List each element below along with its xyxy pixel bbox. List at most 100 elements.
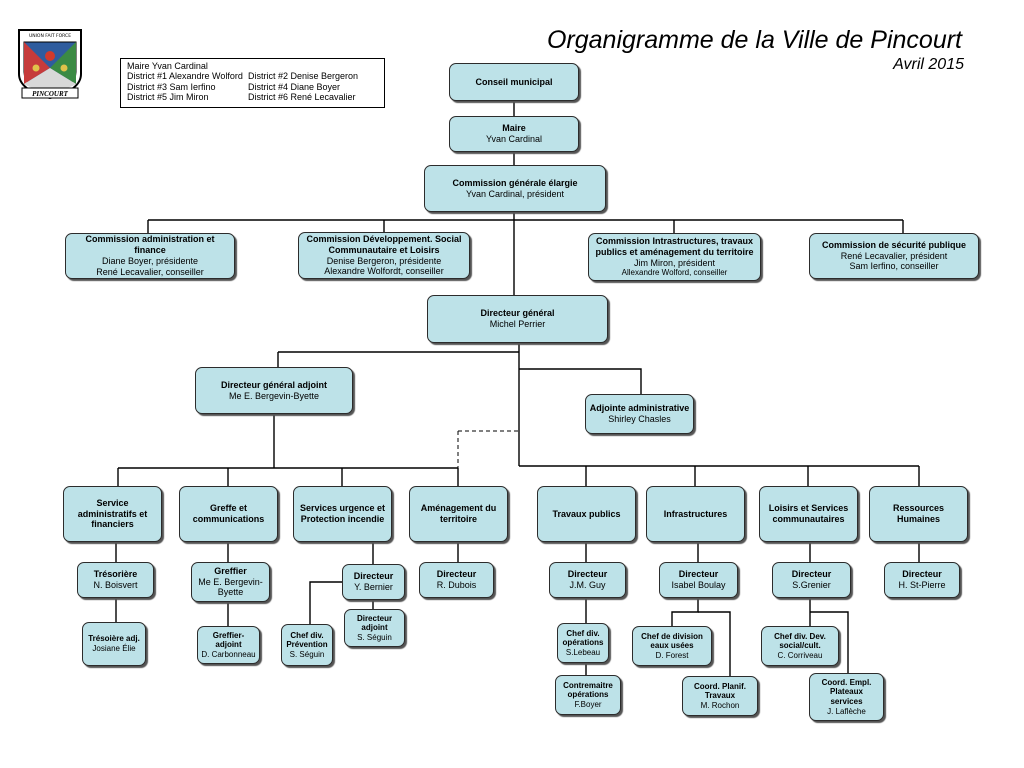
- node-title: Infrastructures: [663, 508, 728, 519]
- node-line: Michel Perrier: [489, 319, 546, 329]
- node-title: Directeur adjoint: [356, 613, 393, 633]
- node-line: R. Dubois: [436, 580, 477, 590]
- node-serv-admin: Service administratifs et financiers: [63, 486, 162, 542]
- node-title: Directeur général adjoint: [220, 379, 328, 390]
- node-line: Denise Bergeron, présidente: [326, 255, 442, 266]
- node-title: Commission Développement. Social Communa…: [306, 233, 462, 255]
- node-title: Trésorière: [93, 569, 138, 580]
- node-title: Coord. Planif. Travaux: [694, 681, 746, 701]
- legend-mayor: Maire Yvan Cardinal: [127, 61, 208, 71]
- node-title: Chef div. opérations: [562, 628, 604, 648]
- node-chef-social: Chef div. Dev. social/cult.C. Corriveau: [761, 626, 839, 666]
- legend-district: District #4 Diane Boyer: [248, 81, 341, 92]
- legend-district: District #6 René Lecavalier: [248, 92, 356, 103]
- node-line: Sam Ierfino, conseiller: [849, 261, 939, 272]
- node-title: Directeur: [353, 571, 394, 582]
- chart-date: Avril 2015: [893, 56, 964, 73]
- node-title: Coord. Empl. Plateaux services: [821, 677, 872, 706]
- node-title: Trésoière adj.: [88, 634, 140, 644]
- node-comm-dev: Commission Développement. Social Communa…: [298, 232, 470, 279]
- node-title: Directeur: [902, 569, 942, 580]
- node-title: Adjointe administrative: [589, 403, 690, 414]
- node-infra: Infrastructures: [646, 486, 745, 542]
- legend-row: District #3 Sam Ierfino District #4 Diane…: [127, 82, 378, 92]
- connector: [519, 368, 642, 394]
- node-title: Conseil municipal: [475, 76, 553, 87]
- node-line: Byette: [217, 587, 244, 598]
- node-line: D. Carbonneau: [201, 649, 256, 659]
- node-title: Commission de sécurité publique: [821, 239, 967, 250]
- node-title: Commission administration et finance: [85, 234, 215, 256]
- node-title: Greffier-adjoint: [212, 630, 245, 650]
- node-line: Jim Miron, président: [633, 257, 716, 268]
- node-title: Directeur: [567, 569, 608, 580]
- node-tres-adj: Trésoière adj.Josiane Élie: [82, 622, 146, 666]
- node-line: Isabel Boulay: [671, 580, 726, 590]
- node-line: Yvan Cardinal, président: [465, 188, 565, 199]
- node-amenagement: Aménagement du territoire: [409, 486, 508, 542]
- node-travaux: Travaux publics: [537, 486, 636, 542]
- node-title: Chef div. Prévention: [286, 630, 328, 650]
- node-title: Maire: [502, 123, 526, 134]
- node-line: René Lecavalier, président: [840, 250, 948, 261]
- logo-motto: UNION FAIT FORCE: [29, 33, 71, 39]
- node-line: J.M. Guy: [569, 580, 606, 590]
- node-title: Greffier: [214, 565, 247, 576]
- node-line: J. Laflèche: [827, 706, 866, 716]
- node-line: N. Boisvert: [93, 580, 138, 590]
- legend-district: District #5 Jim Miron: [127, 92, 209, 103]
- node-title: Commission générale élargie: [452, 177, 578, 188]
- connector: [698, 611, 731, 676]
- node-title: Directeur: [678, 569, 719, 580]
- node-line: Alexandre Wolfordt, conseiller: [324, 266, 444, 277]
- node-title: Service administratifs et financiers: [77, 497, 148, 530]
- connector: [671, 598, 699, 626]
- node-title: Commission Intrastructures, travaux publ…: [595, 236, 754, 257]
- legend-row: District #5 Jim Miron District #6 René Le…: [127, 92, 378, 102]
- node-line: S.Grenier: [792, 580, 831, 590]
- node-line: D. Forest: [655, 650, 689, 660]
- node-line: Y. Bernier: [354, 582, 393, 592]
- node-title: Chef div. Dev. social/cult.: [774, 631, 826, 651]
- node-line: Me E. Bergevin-: [198, 576, 263, 587]
- city-logo: UNION FAIT FORCE PINCOURT: [14, 24, 86, 102]
- node-line: Shirley Chasles: [608, 414, 671, 424]
- node-conseil: Conseil municipal: [449, 63, 579, 101]
- node-line: Allexandre Wolford, conseiller: [621, 268, 728, 278]
- node-title: Directeur général: [480, 308, 555, 319]
- node-title: Contremaitre opérations: [563, 680, 613, 700]
- node-title: Directeur: [436, 569, 477, 580]
- node-line: C. Corriveau: [777, 650, 823, 660]
- connector: [309, 581, 342, 624]
- node-title: Ressources Humaines: [892, 503, 945, 524]
- node-rh: Ressources Humaines: [869, 486, 968, 542]
- legend-district: District #2 Denise Bergeron: [248, 71, 359, 82]
- council-legend: Maire Yvan Cardinal District #1 Alexandr…: [120, 58, 385, 108]
- node-line: S. Séguin: [289, 649, 325, 659]
- node-loisirs: Loisirs et Services communautaires: [759, 486, 858, 542]
- legend-district: District #3 Sam Ierfino: [127, 81, 216, 92]
- logo-text: PINCOURT: [32, 90, 69, 98]
- node-title: Directeur: [791, 569, 832, 580]
